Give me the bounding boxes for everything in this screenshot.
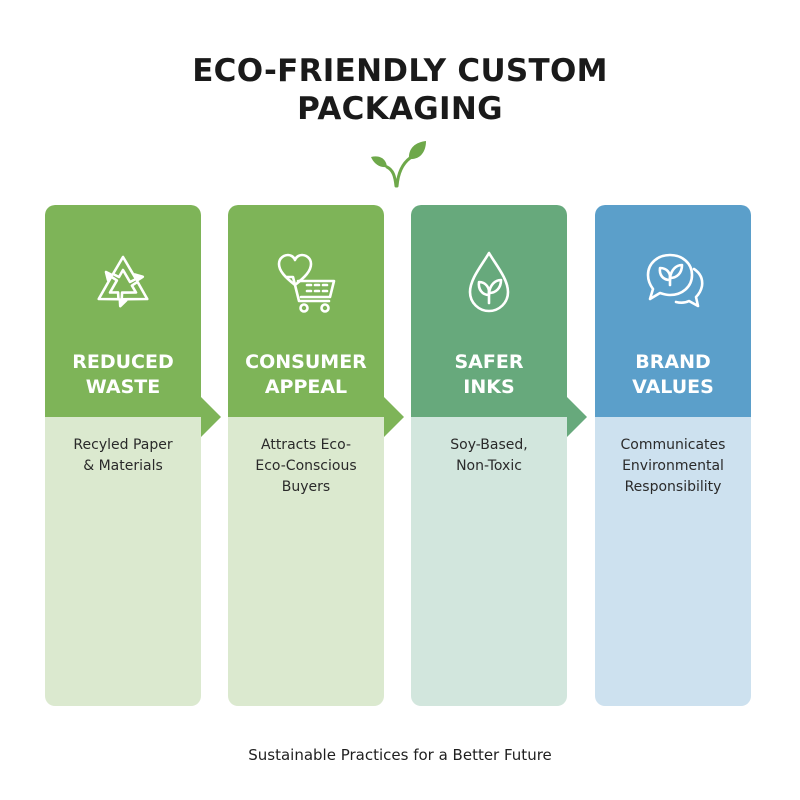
column-description: Recyled Paper & Materials (53, 435, 193, 477)
column-safer-inks: SAFER INKS Soy-Based, Non-Toxic (411, 205, 567, 706)
heading-line-1: BRAND (635, 351, 711, 373)
heading-line-1: CONSUMER (245, 351, 367, 373)
arrow-connector (201, 397, 221, 437)
column-description: Communicates Environmental Responsibilit… (603, 435, 743, 498)
desc-line: Soy-Based, (450, 437, 528, 453)
speech-leaf-icon (646, 253, 704, 308)
desc-line: Attracts Eco- (261, 437, 351, 453)
droplet-leaf-icon (468, 251, 510, 313)
heading-line-2: WASTE (85, 376, 161, 398)
column-heading: REDUCED WASTE (45, 350, 201, 400)
column-heading: SAFER INKS (411, 350, 567, 400)
heading-line-2: APPEAL (264, 376, 348, 398)
heading-line-2: VALUES (632, 376, 714, 398)
column-header: BRAND VALUES (595, 205, 751, 417)
column-consumer-appeal: CONSUMER APPEAL Attracts Eco- Eco-Consci… (228, 205, 384, 706)
recycle-icon (97, 255, 149, 308)
column-heading: BRAND VALUES (595, 350, 751, 400)
column-header: REDUCED WASTE (45, 205, 201, 417)
footer-tagline: Sustainable Practices for a Better Futur… (248, 746, 552, 764)
column-header: CONSUMER APPEAL (228, 205, 384, 417)
column-description: Attracts Eco- Eco-Conscious Buyers (236, 435, 376, 498)
desc-line: Communicates (620, 437, 726, 453)
column-reduced-waste: REDUCED WASTE Recyled Paper & Materials (45, 205, 201, 706)
column-header: SAFER INKS (411, 205, 567, 417)
heading-line-2: INKS (463, 376, 515, 398)
arrow-connector (567, 397, 587, 437)
title-line-2: PACKAGING (297, 91, 503, 127)
leaf-sprout-icon (371, 141, 426, 188)
arrow-connector (384, 397, 404, 437)
desc-line: Non-Toxic (456, 458, 522, 474)
desc-line: Recyled Paper (73, 437, 173, 453)
desc-line: Responsibility (624, 479, 722, 495)
column-description: Soy-Based, Non-Toxic (419, 435, 559, 477)
heading-line-1: SAFER (454, 351, 524, 373)
column-heading: CONSUMER APPEAL (228, 350, 384, 400)
column-brand-values: BRAND VALUES Communicates Environmental … (595, 205, 751, 706)
heart-cart-icon (277, 253, 336, 313)
desc-line: Buyers (281, 479, 331, 495)
desc-line: Environmental (622, 458, 724, 474)
title-line-1: ECO-FRIENDLY CUSTOM (192, 53, 608, 89)
desc-line: & Materials (83, 458, 163, 474)
heading-line-1: REDUCED (72, 351, 174, 373)
desc-line: Eco-Conscious (255, 458, 357, 474)
page-title: ECO-FRIENDLY CUSTOM PACKAGING (0, 52, 800, 128)
